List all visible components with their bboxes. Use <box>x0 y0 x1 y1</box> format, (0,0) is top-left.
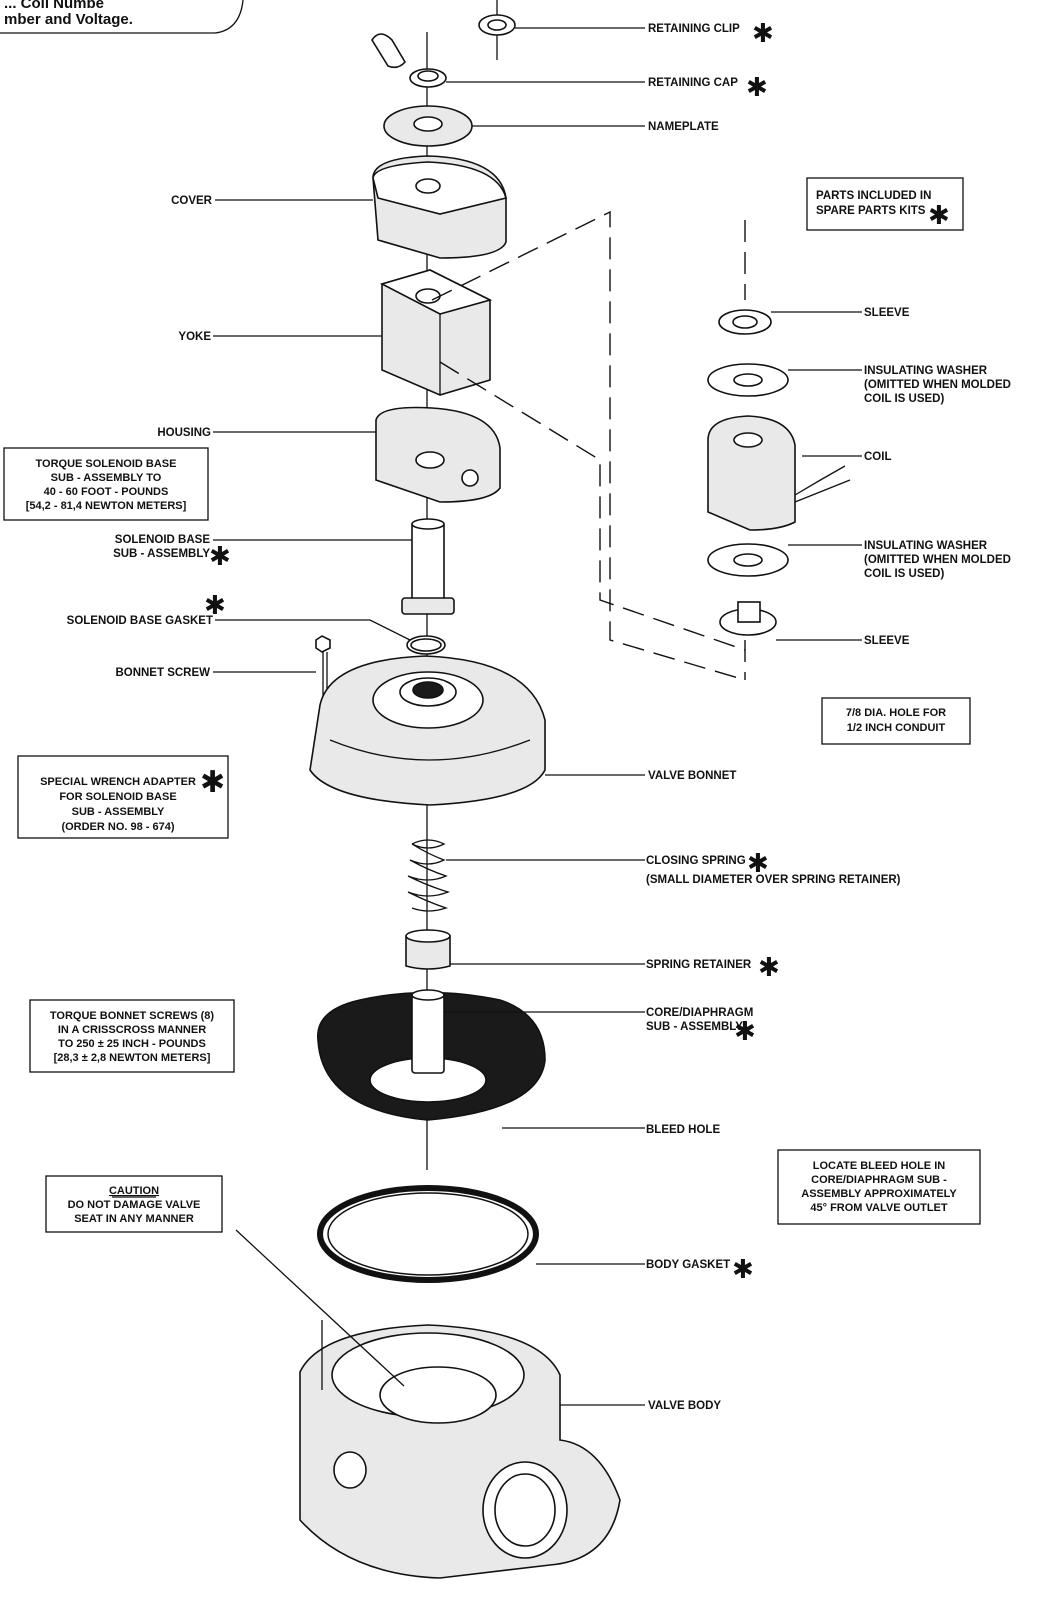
note-bleed-locate: LOCATE BLEED HOLE IN CORE/DIAPHRAGM SUB … <box>777 1149 981 1225</box>
asterisk-wrench-adapter: ✱ <box>200 765 225 800</box>
note-caution-line1: DO NOT DAMAGE VALVE <box>68 1199 201 1211</box>
body-gasket-part <box>317 1185 645 1283</box>
asterisk-solenoid-base: ✱ <box>209 542 231 572</box>
note-wrench-adapter-line1: SPECIAL WRENCH ADAPTER <box>40 776 196 788</box>
note-wrench-adapter-line2: FOR SOLENOID BASE <box>59 791 176 803</box>
note-conduit-line2: 1/2 INCH CONDUIT <box>847 722 946 734</box>
valve-body-part <box>299 1320 645 1579</box>
label-insulating-washer-1: INSULATING WASHER <box>864 365 988 377</box>
note-bleed-locate-line1: LOCATE BLEED HOLE IN <box>813 1160 945 1172</box>
label-closing-spring-note: (SMALL DIAMETER OVER SPRING RETAINER) <box>646 874 901 886</box>
note-torque-solenoid-line1: TORQUE SOLENOID BASE <box>36 458 177 470</box>
insulating-washer-top-part <box>707 363 862 397</box>
note-caution-line2: SEAT IN ANY MANNER <box>74 1213 194 1225</box>
label-bleed-hole: BLEED HOLE <box>646 1124 720 1136</box>
label-retaining-clip: RETAINING CLIP <box>648 23 740 35</box>
label-core-diaphragm-2: SUB - ASSEMBLY <box>646 1021 743 1033</box>
label-insulating-washer-3: COIL IS USED) <box>864 393 944 405</box>
note-torque-bonnet: TORQUE BONNET SCREWS (8) IN A CRISSCROSS… <box>29 999 235 1073</box>
label-valve-bonnet: VALVE BONNET <box>648 770 736 782</box>
sleeve-top-part <box>718 309 862 335</box>
valve-bonnet-part <box>309 655 645 806</box>
solenoid-base-gasket-part <box>215 619 446 655</box>
note-torque-bonnet-line1: TORQUE BONNET SCREWS (8) <box>50 1010 215 1022</box>
nameplate-part <box>383 105 645 147</box>
note-wrench-adapter: SPECIAL WRENCH ADAPTER ✱ FOR SOLENOID BA… <box>17 755 229 839</box>
spring-retainer-part <box>405 929 645 970</box>
note-torque-solenoid: TORQUE SOLENOID BASE SUB - ASSEMBLY TO 4… <box>3 447 209 521</box>
solenoid-base-part <box>213 518 455 615</box>
note-torque-bonnet-line3: TO 250 ± 25 INCH - POUNDS <box>58 1038 206 1050</box>
note-wrench-adapter-line4: (ORDER NO. 98 - 674) <box>61 821 174 833</box>
label-housing: HOUSING <box>157 427 211 439</box>
label-coil: COIL <box>864 451 891 463</box>
label-insulating-washer-b2: (OMITTED WHEN MOLDED <box>864 554 1011 566</box>
note-torque-bonnet-line4: [28,3 ± 2,8 NEWTON METERS] <box>54 1052 211 1064</box>
note-torque-bonnet-line2: IN A CRISSCROSS MANNER <box>58 1024 206 1036</box>
label-yoke: YOKE <box>178 331 211 343</box>
caution-leader <box>235 1229 405 1387</box>
cover-part <box>215 155 507 259</box>
note-wrench-adapter-line3: SUB - ASSEMBLY <box>72 806 165 818</box>
label-insulating-washer-b3: COIL IS USED) <box>864 568 944 580</box>
coil-part <box>707 415 862 531</box>
label-core-diaphragm-1: CORE/DIAPHRAGM <box>646 1007 753 1019</box>
asterisk-retaining-clip: ✱ <box>752 19 774 49</box>
corner-callout: ... Coil Numbe mber and Voltage. <box>0 0 244 34</box>
asterisk-spare-parts: ✱ <box>928 201 950 231</box>
retaining-cap-part <box>371 33 645 88</box>
housing-part <box>213 406 501 503</box>
core-diaphragm-part <box>317 989 645 1129</box>
label-cover: COVER <box>171 195 213 207</box>
asterisk-spring-retainer: ✱ <box>758 953 780 983</box>
label-insulating-washer-2: (OMITTED WHEN MOLDED <box>864 379 1011 391</box>
note-torque-solenoid-line3: 40 - 60 FOOT - POUNDS <box>44 486 169 498</box>
insulating-washer-bottom-part <box>707 543 862 577</box>
label-nameplate: NAMEPLATE <box>648 121 719 133</box>
asterisk-closing-spring: ✱ <box>747 849 769 879</box>
label-spring-retainer: SPRING RETAINER <box>646 959 752 971</box>
retaining-clip-part <box>478 0 645 60</box>
note-bleed-locate-line4: 45° FROM VALVE OUTLET <box>810 1202 948 1214</box>
note-caution-title: CAUTION <box>109 1185 159 1197</box>
part-labels: RETAINING CLIP ✱ RETAINING CAP ✱ NAMEPLA… <box>67 19 1011 1412</box>
label-sleeve-bottom: SLEEVE <box>864 635 910 647</box>
bonnet-screw-part <box>213 635 331 700</box>
label-retaining-cap: RETAINING CAP <box>648 77 738 89</box>
label-insulating-washer-b1: INSULATING WASHER <box>864 540 988 552</box>
coil-assembly-bracket <box>431 210 746 681</box>
closing-spring-part <box>407 839 645 912</box>
note-torque-solenoid-line2: SUB - ASSEMBLY TO <box>51 472 162 484</box>
note-bleed-locate-line2: CORE/DIAPHRAGM SUB - <box>811 1174 947 1186</box>
label-solenoid-base-1: SOLENOID BASE <box>115 534 211 546</box>
sleeve-bottom-part <box>719 601 862 641</box>
asterisk-retaining-cap: ✱ <box>746 73 768 103</box>
label-bonnet-screw: BONNET SCREW <box>115 667 210 679</box>
corner-note-line1: ... Coil Numbe <box>4 0 104 12</box>
asterisk-body-gasket: ✱ <box>732 1255 754 1285</box>
label-solenoid-base-gasket: SOLENOID BASE GASKET <box>67 615 213 627</box>
note-spare-parts-line2: SPARE PARTS KITS <box>816 205 926 217</box>
note-torque-solenoid-line4: [54,2 - 81,4 NEWTON METERS] <box>26 500 187 512</box>
asterisk-solenoid-base-gasket: ✱ <box>204 591 226 621</box>
note-bleed-locate-line3: ASSEMBLY APPROXIMATELY <box>801 1188 957 1200</box>
label-solenoid-base-2: SUB - ASSEMBLY <box>113 548 210 560</box>
yoke-part <box>213 269 493 396</box>
label-valve-body: VALVE BODY <box>648 1400 721 1412</box>
label-body-gasket: BODY GASKET <box>646 1259 730 1271</box>
note-conduit-line1: 7/8 DIA. HOLE FOR <box>846 707 946 719</box>
label-closing-spring: CLOSING SPRING <box>646 855 746 867</box>
corner-note-line2: mber and Voltage. <box>4 11 133 28</box>
label-sleeve-top: SLEEVE <box>864 307 910 319</box>
asterisk-core-diaphragm: ✱ <box>734 1017 756 1047</box>
note-caution: CAUTION DO NOT DAMAGE VALVE SEAT IN ANY … <box>45 1175 223 1233</box>
note-conduit: 7/8 DIA. HOLE FOR 1/2 INCH CONDUIT <box>821 697 971 745</box>
note-spare-parts-line1: PARTS INCLUDED IN <box>816 190 931 202</box>
note-spare-parts: PARTS INCLUDED IN SPARE PARTS KITS ✱ <box>806 177 964 231</box>
